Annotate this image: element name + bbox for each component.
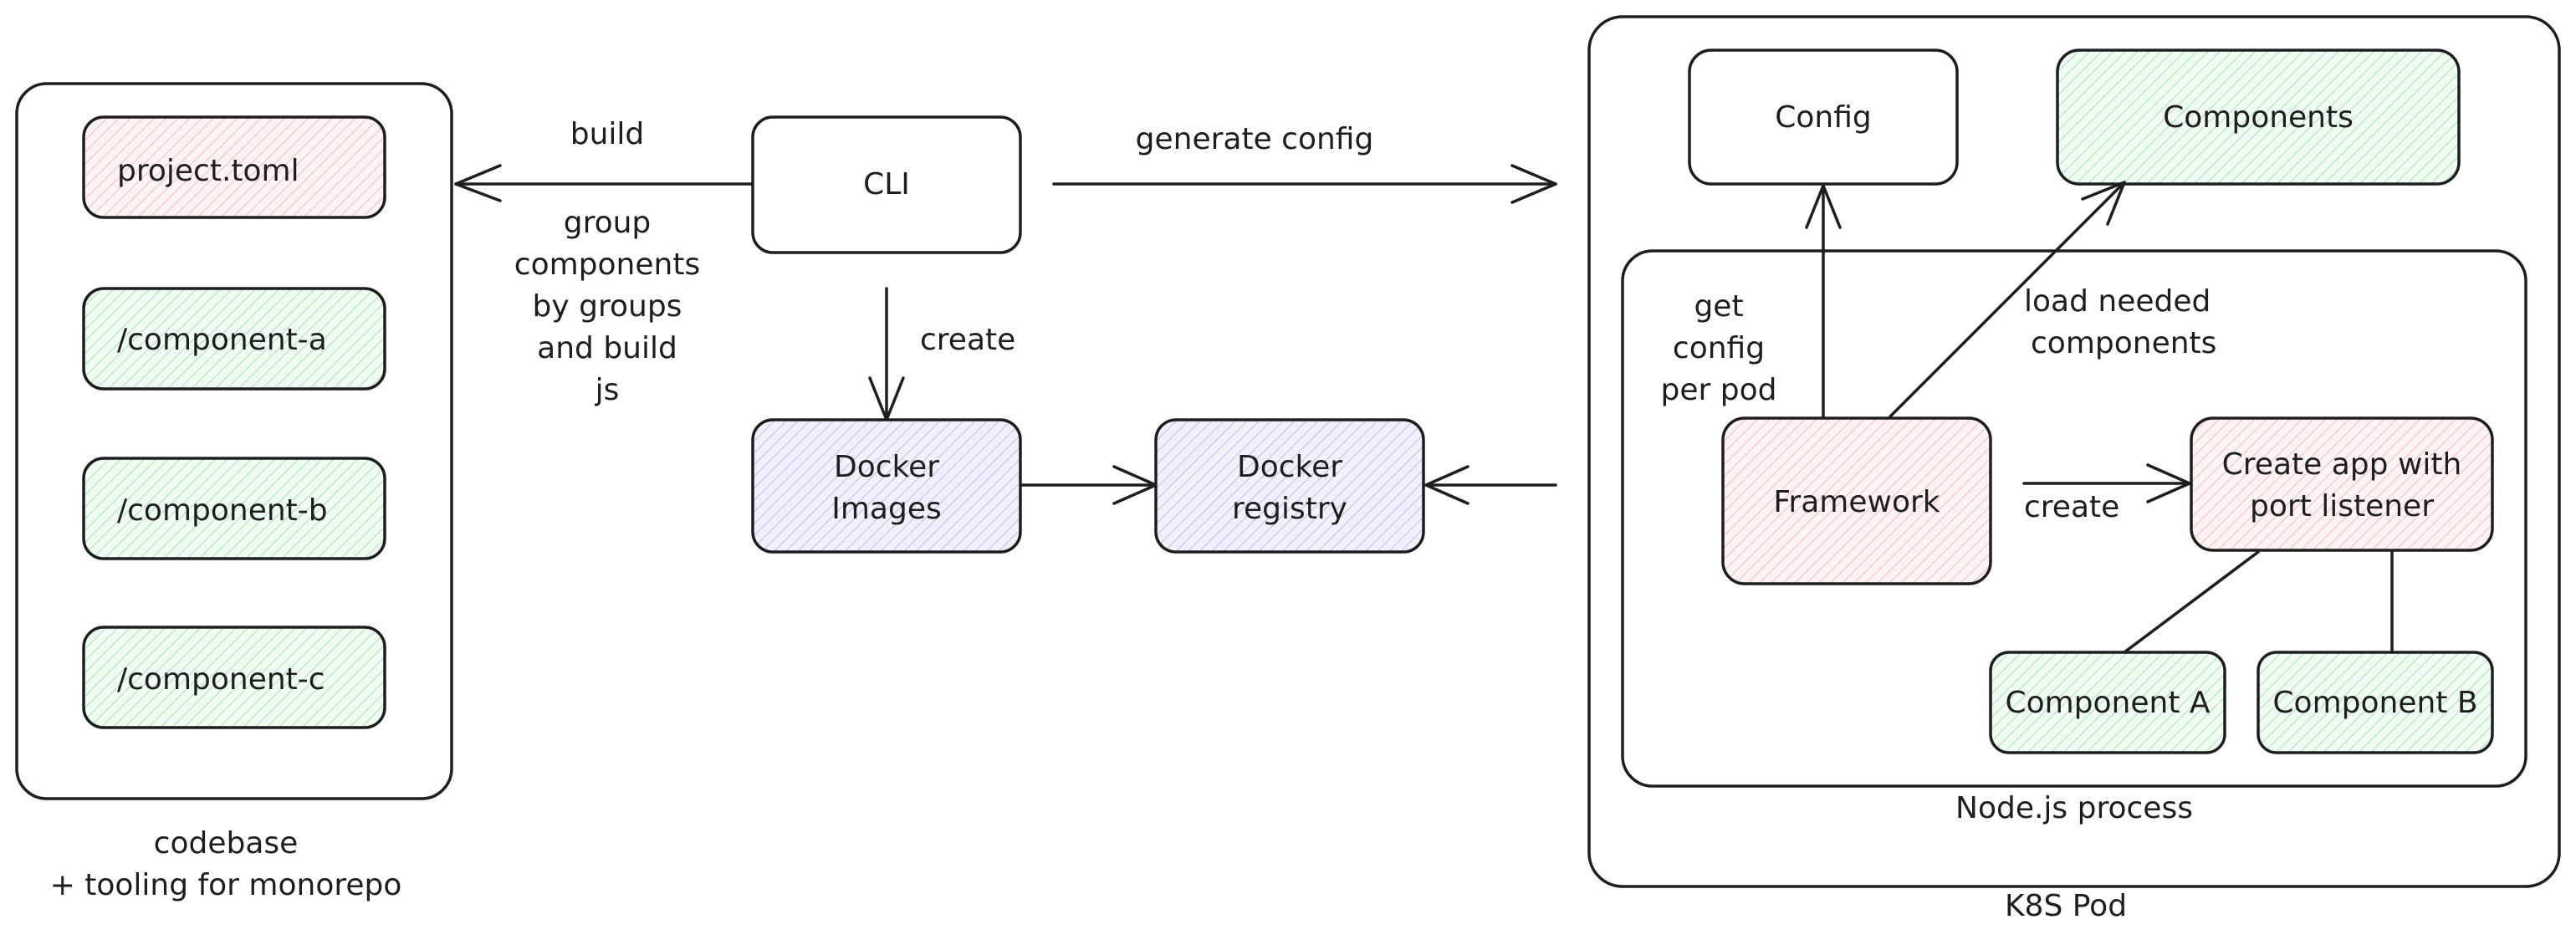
- get-config-arrowhead: [1805, 184, 1842, 229]
- project-toml-label: project.toml: [117, 154, 299, 188]
- create-app-edge-label: create: [2024, 490, 2119, 524]
- docker-images-label-line2: Images: [831, 492, 942, 526]
- component-a-node: Component A: [1989, 651, 2226, 754]
- cli-node: CLI: [751, 115, 1022, 254]
- load-components-arrowhead: [2081, 181, 2126, 226]
- group-label-line5: js: [595, 373, 620, 407]
- docker-registry-node: Docker registry: [1154, 418, 1425, 554]
- create-app-arrowhead: [2146, 463, 2191, 503]
- component-c-dir-node: /component-c: [82, 626, 386, 729]
- create-app-label-line2: port listener: [2250, 489, 2434, 524]
- k8s-pod-caption: K8S Pod: [2005, 889, 2127, 923]
- components-node: Components: [2056, 49, 2461, 186]
- get-config-label-line3: per pod: [1661, 373, 1777, 407]
- component-b-dir-node: /component-b: [82, 457, 386, 560]
- project-toml-node: project.toml: [82, 115, 386, 219]
- component-a-label: Component A: [2005, 686, 2210, 720]
- docker-images-label-line1: Docker: [834, 450, 939, 484]
- component-b-label: Component B: [2272, 686, 2477, 720]
- group-label-line2: components: [514, 248, 700, 282]
- docker-registry-label-line1: Docker: [1237, 450, 1342, 484]
- component-b-dir-label: /component-b: [117, 493, 328, 528]
- generate-config-arrowhead: [1510, 164, 1557, 204]
- framework-label: Framework: [1773, 485, 1940, 519]
- build-arrowhead: [454, 164, 502, 202]
- codebase-container: [15, 82, 453, 800]
- codebase-caption-line1: codebase: [154, 826, 299, 861]
- framework-node: Framework: [1721, 416, 1992, 585]
- components-label: Components: [2163, 100, 2354, 135]
- nodejs-process-container: [1621, 249, 2527, 788]
- config-node: Config: [1688, 49, 1959, 186]
- component-a-dir-node: /component-a: [82, 287, 386, 391]
- build-label: build: [570, 117, 645, 151]
- group-label-line1: group: [564, 206, 652, 240]
- create-app-node: Create app with port listener: [2190, 416, 2494, 552]
- docker-images-node: Docker Images: [751, 418, 1022, 554]
- component-a-dir-label: /component-a: [117, 323, 327, 357]
- component-c-dir-label: /component-c: [117, 662, 325, 697]
- get-config-label-line1: get: [1694, 289, 1743, 324]
- load-components-label-line2: components: [2031, 326, 2216, 360]
- create-app-label-line1: Create app with: [2222, 447, 2462, 482]
- config-label: Config: [1775, 100, 1872, 135]
- docker-registry-label-line2: registry: [1232, 492, 1347, 526]
- component-b-node: Component B: [2257, 651, 2494, 754]
- nodejs-process-caption: Node.js process: [1955, 791, 2193, 825]
- codebase-caption-line2: + tooling for monorepo: [50, 868, 402, 902]
- load-components-arrow: [1889, 181, 2126, 418]
- create-app-to-component-a-line: [2123, 550, 2260, 654]
- cli-label: CLI: [863, 167, 910, 202]
- k8s-pod-container: [1587, 15, 2561, 888]
- group-label-line3: by groups: [533, 289, 682, 324]
- load-components-label-line1: load needed: [2024, 284, 2211, 319]
- group-label-line4: and build: [537, 331, 677, 365]
- create-images-label: create: [920, 323, 1015, 357]
- get-config-label-line2: config: [1673, 331, 1765, 365]
- pull-arrowhead: [1424, 465, 1469, 505]
- generate-config-label: generate config: [1136, 122, 1374, 156]
